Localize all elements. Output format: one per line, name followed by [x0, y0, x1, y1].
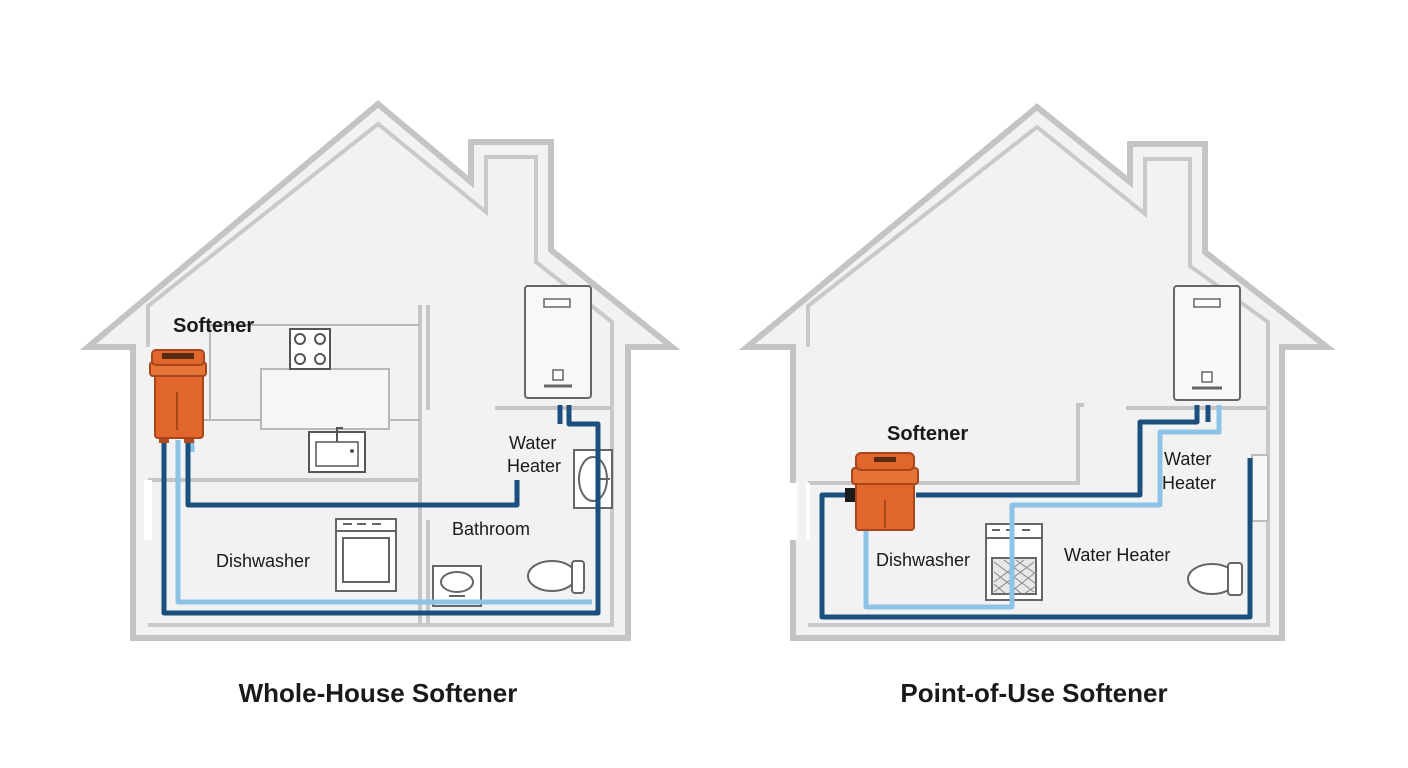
dishwasher-icon	[335, 518, 397, 592]
interior-walls	[144, 305, 612, 625]
bathroom-sink-icon	[573, 449, 613, 509]
stove-icon	[289, 328, 331, 370]
dishwasher-label: Dishwasher	[216, 551, 310, 571]
toilet-icon	[1187, 562, 1243, 596]
water-heater-label-line2: Heater	[507, 456, 561, 476]
water-heater-label-line1: Water	[509, 433, 556, 453]
point-of-use-diagram: Softener Water Heater Dishwasher Water H…	[738, 103, 1336, 708]
dishwasher-label: Dishwasher	[876, 550, 970, 570]
water-heater-label-line2: Heater	[1162, 473, 1216, 493]
water-heater-icon	[524, 285, 592, 399]
whole-house-diagram: Softener Water Heater Bathroom Dishwashe…	[79, 100, 681, 708]
softener-label: Softener	[173, 315, 254, 337]
toilet-icon	[527, 560, 585, 594]
side-door	[1251, 454, 1269, 522]
point-of-use-caption: Point-of-Use Softener	[900, 678, 1167, 708]
whole-house-caption: Whole-House Softener	[239, 678, 518, 708]
softener-tank-icon	[845, 452, 919, 531]
water-heater-icon	[1173, 285, 1241, 401]
hard-water-pipes	[161, 405, 601, 616]
softener-tank-icon	[149, 349, 207, 443]
water-heater-label-line1: Water	[1164, 449, 1211, 469]
softener-label: Softener	[887, 423, 968, 445]
bathroom-label: Bathroom	[452, 519, 530, 539]
water-heater-label: Water Heater	[1064, 545, 1170, 565]
bathroom-basin-icon	[432, 565, 482, 607]
kitchen-sink-icon	[308, 427, 366, 473]
soft-water-pipes	[863, 405, 1222, 610]
interior-walls	[789, 403, 1268, 540]
hard-water-pipes	[819, 405, 1253, 620]
